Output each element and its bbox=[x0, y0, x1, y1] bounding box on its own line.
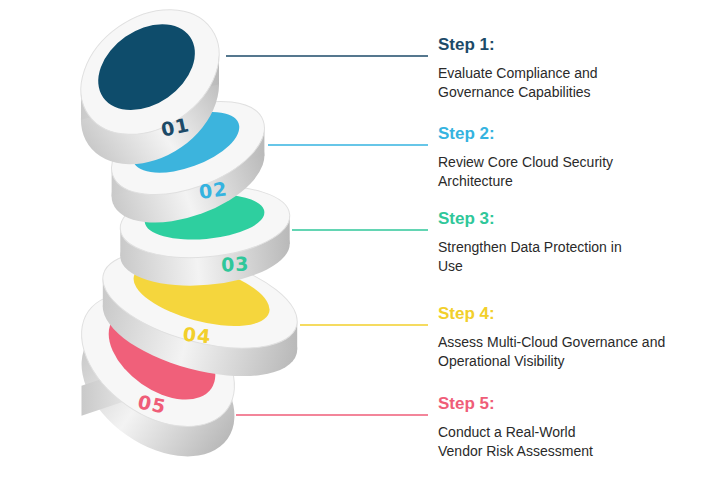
disc-top bbox=[57, 0, 243, 160]
step-description: Strengthen Data Protection in Use bbox=[438, 238, 626, 276]
callout-number: 02 bbox=[198, 177, 229, 203]
leader-line bbox=[300, 324, 428, 326]
step-heading: Step 2: bbox=[438, 123, 678, 145]
leader-line bbox=[268, 144, 428, 146]
step-description: Conduct a Real-World Vendor Risk Assessm… bbox=[438, 423, 623, 461]
leader-line bbox=[292, 229, 428, 231]
step-heading: Step 3: bbox=[438, 208, 678, 230]
callout-number: 03 bbox=[220, 252, 250, 275]
leader-line bbox=[226, 55, 428, 57]
step-description: Evaluate Compliance and Governance Capab… bbox=[438, 64, 653, 102]
disc-number-node: 04 bbox=[182, 323, 213, 348]
step-description: Assess Multi-Cloud Governance and Operat… bbox=[438, 333, 668, 371]
leader-line bbox=[236, 414, 428, 416]
disc-number-node: 02 bbox=[198, 177, 229, 203]
step-description: Review Core Cloud Security Architecture bbox=[438, 153, 653, 191]
disc-number-node: 03 bbox=[220, 252, 250, 275]
step-heading: Step 1: bbox=[438, 34, 678, 56]
disc-color-face bbox=[82, 6, 211, 127]
disc-1 bbox=[57, 0, 243, 190]
callout-number: 04 bbox=[182, 323, 213, 348]
step-heading: Step 4: bbox=[438, 303, 678, 325]
step-heading: Step 5: bbox=[438, 393, 678, 415]
